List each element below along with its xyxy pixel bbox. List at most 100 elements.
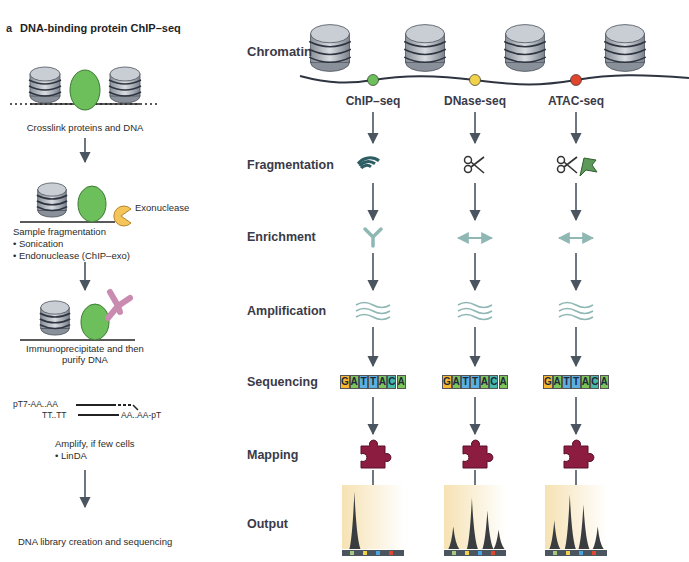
track-mark: [478, 551, 482, 555]
nucleosome: [109, 67, 141, 103]
base-letter: A: [453, 377, 460, 387]
track-mark: [553, 551, 557, 555]
sequence-tile: A: [378, 375, 387, 389]
output-panel: [545, 485, 607, 549]
step-option: • Sonication: [13, 238, 63, 249]
amplicon: [356, 315, 390, 320]
amplicon: [559, 309, 593, 314]
dna: [20, 339, 135, 341]
amplicon: [458, 309, 492, 314]
genome-track: [444, 550, 506, 556]
row-label: Chromatin: [247, 44, 312, 60]
sequence-tile: A: [452, 375, 461, 389]
track-mark: [452, 551, 456, 555]
flow-arrow: [575, 327, 577, 366]
base-letter: G: [341, 377, 349, 387]
sequence-tile: T: [368, 375, 377, 389]
sonication-icon: [361, 165, 371, 168]
step-option: • Endonuclease (ChIP–exo): [13, 250, 130, 261]
amplicon: [559, 315, 593, 320]
row-label: Amplification: [247, 304, 326, 319]
amplicon: [356, 309, 390, 314]
sequence-tile: A: [600, 375, 609, 389]
base-letter: C: [388, 377, 395, 387]
flow-arrow: [474, 397, 476, 434]
base-letter: A: [481, 377, 488, 387]
sequence-tile: G: [543, 375, 553, 389]
column-header: DNase-seq: [444, 94, 506, 108]
base-letter: T: [573, 377, 579, 387]
flow-arrow: [84, 138, 86, 162]
puzzle-icon: [361, 440, 391, 468]
step-option: • LinDA: [55, 450, 87, 461]
step-label: DNA library creation and sequencing: [18, 536, 172, 547]
signal-peaks: [444, 498, 506, 549]
flow-arrow: [372, 183, 374, 220]
flow-arrow: [575, 112, 577, 143]
panel-title: DNA-binding protein ChIP–seq: [20, 22, 181, 35]
double-arrow: [458, 237, 492, 239]
scissors-icon: [465, 157, 485, 174]
sonication-icon: [360, 162, 375, 166]
base-letter: T: [463, 377, 469, 387]
puzzle-icon: [463, 440, 493, 468]
adaptor-label: pT7-AA..AA: [13, 399, 58, 409]
track-mark: [491, 551, 495, 555]
dna: [20, 221, 115, 223]
dna: [78, 414, 119, 416]
output-panel: [342, 485, 404, 549]
transposase-flag: [580, 158, 597, 176]
track-mark: [465, 551, 469, 555]
signal-peaks: [545, 495, 607, 549]
dna: [300, 75, 689, 84]
protein: [78, 186, 106, 222]
flow-arrow: [372, 253, 374, 290]
base-letter: A: [500, 377, 507, 387]
track-mark: [592, 551, 596, 555]
protein: [81, 304, 109, 340]
exonuclease: [114, 206, 131, 226]
flow-arrow: [372, 112, 374, 143]
base-letter: G: [544, 377, 552, 387]
sequence-tile: T: [562, 375, 571, 389]
base-letter: T: [370, 377, 376, 387]
amplicon: [559, 303, 593, 308]
track-mark: [389, 551, 393, 555]
sequence-tile: A: [480, 375, 489, 389]
binding-site: [571, 75, 582, 86]
amplicon: [458, 315, 492, 320]
flow-arrow: [372, 397, 374, 434]
sequence-tile: C: [489, 375, 498, 389]
sequence-tile: A: [499, 375, 508, 389]
sequence-tile: C: [590, 375, 599, 389]
flow-arrow: [474, 327, 476, 366]
binding-site: [368, 75, 379, 86]
base-letter: T: [361, 377, 367, 387]
flow-arrow: [575, 397, 577, 434]
base-letter: C: [591, 377, 598, 387]
flow-arrow: [474, 253, 476, 290]
row-label: Sequencing: [247, 375, 318, 390]
puzzle-icon: [564, 440, 594, 468]
flow-arrow: [84, 470, 86, 507]
nucleosome: [604, 25, 646, 72]
base-letter: G: [443, 377, 451, 387]
sequence-tile: A: [350, 375, 359, 389]
row-label: Mapping: [247, 448, 298, 463]
flow-arrow: [84, 262, 86, 290]
step-label: Immunoprecipitate and then purify DNA: [15, 343, 155, 366]
sequence-tile: A: [581, 375, 590, 389]
adaptor-label: TT..TT: [42, 410, 67, 420]
dna: [133, 405, 138, 410]
output-panel: [444, 485, 506, 549]
nucleosome: [404, 25, 446, 72]
antibody-icon: [365, 229, 381, 246]
nucleosome: [40, 301, 70, 335]
base-letter: C: [490, 377, 497, 387]
track-mark: [363, 551, 367, 555]
dna: [76, 404, 116, 406]
genome-track: [342, 550, 404, 556]
row-label: Output: [247, 517, 288, 532]
genome-track: [545, 550, 607, 556]
sonication-icon: [358, 158, 379, 164]
